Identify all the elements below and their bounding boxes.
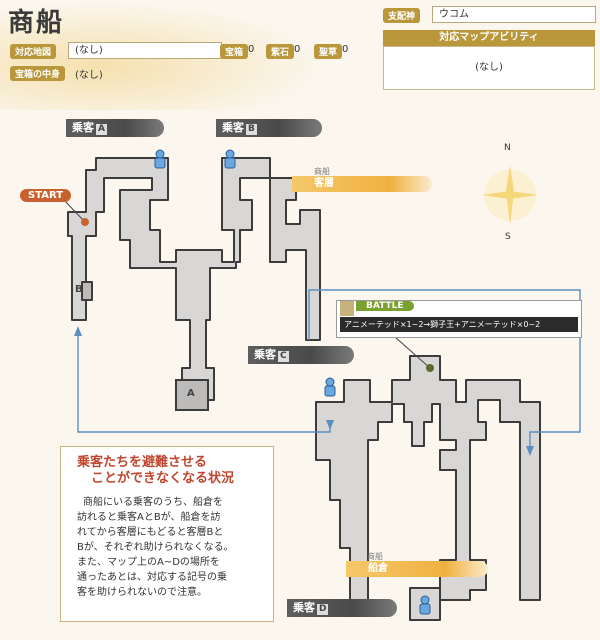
note-heading-1: 乗客たちを避難させる [77, 455, 208, 470]
note-line: 客を助けられないので注意。 [77, 587, 207, 598]
ruler-label: 支配神 [383, 8, 421, 23]
map-ability-value: (なし) [383, 46, 595, 90]
battle-enemies: アニメーテッド×1~2→獅子王+アニメーテッド×0~2 [340, 317, 578, 332]
start-label: START [20, 189, 72, 202]
note-line: 通ったあとは、対応する記号の乗 [77, 572, 227, 583]
note-line: 商船にいる乗客のうち、船倉を [83, 497, 223, 508]
passenger-b-mark: B [246, 124, 257, 135]
page-title: 商船 [8, 8, 65, 38]
note-heading-2: ことができなくなる状況 [91, 471, 235, 486]
treasure-label: 宝箱 [220, 44, 249, 59]
passenger-icons [154, 149, 431, 615]
note-line: 訪れると乗客AとBが、船倉を訪 [77, 512, 221, 523]
leader-lines [61, 197, 431, 369]
contents-label: 宝箱の中身 [10, 66, 66, 81]
cabin-sub-label: 商船 [314, 167, 330, 176]
note-line: また、マップ上のA~Dの場所を [77, 557, 220, 568]
cabin-room-tag: 客層 [292, 176, 432, 192]
map-ability-header: 対応マップアビリティ [383, 30, 595, 46]
marker-b: B [75, 284, 83, 295]
passenger-d-text: 乗客 [293, 601, 315, 614]
stairs-and-markers [175, 379, 209, 411]
note-line: Bが、それぞれ助けられなくなる。 [77, 542, 234, 553]
ruler-field: ウコム [432, 6, 596, 23]
passenger-c-text: 乗客 [254, 348, 276, 361]
passenger-a-text: 乗客 [72, 121, 94, 134]
battle-tag: BATTLE [356, 301, 414, 311]
contents-value: (なし) [75, 70, 103, 81]
orb-label: 紫石 [266, 44, 295, 59]
cabin-room-label: 客層 [314, 178, 334, 189]
passenger-d-mark: D [317, 604, 329, 615]
compass-north: N [504, 143, 511, 153]
hold-room-label: 船倉 [368, 563, 388, 574]
upper-deck-corridors [67, 157, 321, 401]
route-arrows [74, 326, 534, 456]
herb-label: 聖草 [314, 44, 343, 59]
lower-deck-corridors [315, 355, 541, 621]
marker-a: A [187, 388, 195, 399]
passenger-b-text: 乗客 [222, 121, 244, 134]
hold-sub-label: 商船 [367, 552, 383, 561]
compass-south: S [505, 232, 511, 242]
orb-count: 0 [294, 44, 301, 55]
herb-count: 0 [342, 44, 349, 55]
region-label: 対応地図 [10, 44, 57, 59]
passenger-a-mark: A [96, 124, 107, 135]
treasure-count: 0 [248, 44, 255, 55]
warning-note: 乗客たちを避難させる ことができなくなる状況 商船にいる乗客のうち、船倉を 訪れ… [60, 446, 274, 622]
note-line: れてから客層にもどると客層Bと [77, 527, 224, 538]
hold-room-tag: 船倉 [346, 561, 488, 577]
battle-marker [426, 364, 434, 372]
start-marker [81, 218, 89, 226]
passenger-c-mark: C [278, 351, 289, 362]
enemy-portrait-icon [340, 301, 354, 316]
compass-rose [482, 165, 538, 225]
